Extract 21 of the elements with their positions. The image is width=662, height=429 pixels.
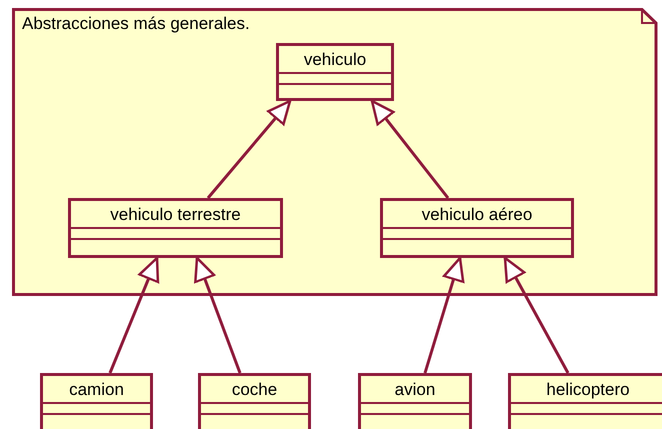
class-name: vehiculo terrestre [110,206,241,222]
class-name: coche [232,380,278,398]
generalization-arrow [194,256,242,374]
generalization-arrow [370,100,450,199]
class-name: vehiculo [304,50,366,68]
note-text: Abstracciones más generales. [22,13,250,34]
class-box [358,373,472,429]
class-name: avion [394,380,436,398]
generalization-arrow [504,256,570,374]
class-box [276,43,394,101]
class-box [68,198,283,258]
class-box [380,198,574,258]
generalization-arrow [206,100,292,199]
class-box [198,373,311,429]
generalization-arrow [424,256,464,374]
class-box [40,373,153,429]
class-name: camion [69,380,124,398]
class-name: vehiculo aéreo [422,206,532,222]
generalization-arrow [108,256,160,374]
class-name: helicoptero [546,380,630,398]
class-box [508,373,662,429]
